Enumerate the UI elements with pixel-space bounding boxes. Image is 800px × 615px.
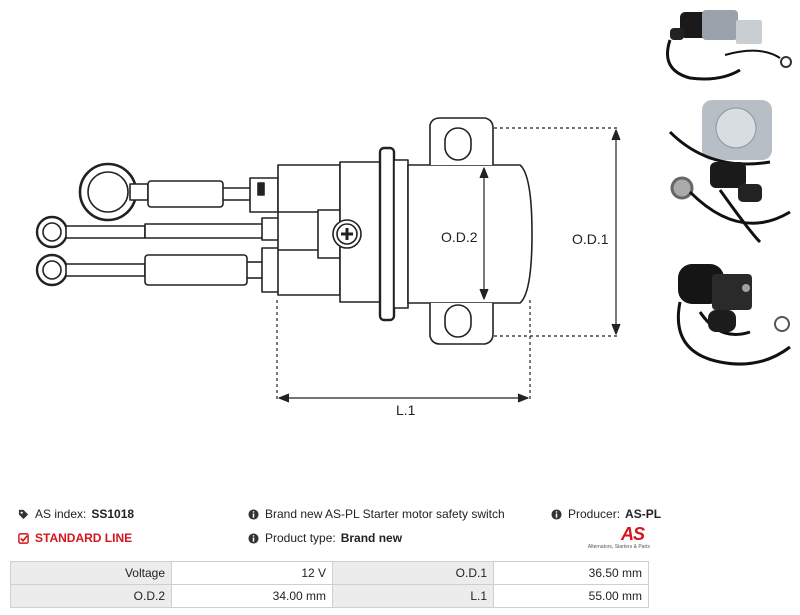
spec-label: O.D.1 [332,561,494,585]
dimension-lines [276,127,621,403]
specs-table: Voltage 12 V O.D.1 36.50 mm O.D.2 34.00 … [10,561,649,608]
technical-drawing: O.D.2 O.D.1 L.1 [35,117,621,418]
product-photo-2[interactable] [650,92,800,252]
spec-value: 55.00 mm [493,584,649,608]
table-row: O.D.2 34.00 mm L.1 55.00 mm [10,584,649,608]
od1-label: O.D.1 [572,231,609,247]
check-square-icon [18,532,29,544]
solenoid-drawing-svg: O.D.2 O.D.1 L.1 [35,117,621,418]
as-index-value: SS1018 [91,507,135,521]
standard-line: STANDARD LINE [18,531,132,545]
producer-label: Producer: [568,507,621,521]
product-photo-3[interactable] [650,252,800,387]
spec-label: Voltage [10,561,172,585]
table-row: Voltage 12 V O.D.1 36.50 mm [10,561,649,585]
l1-label: L.1 [396,402,416,418]
od2-label: O.D.2 [441,229,478,245]
terminal-block [249,161,381,303]
product-type-label: Product type: [265,531,336,545]
tags-icon [18,509,29,519]
info-icon [248,508,259,520]
spec-label: O.D.2 [10,584,172,608]
wires [144,180,266,286]
logo-mark: AS [620,524,645,544]
spec-value: 36.50 mm [493,561,649,585]
product-type-value: Brand new [340,531,403,545]
description: Brand new AS-PL Starter motor safety swi… [248,507,505,521]
as-pl-logo: AS Alternators, Starters & Parts [585,524,650,552]
info-icon [551,508,562,520]
as-index: AS index: SS1018 [18,507,134,521]
product-info: AS index: SS1018 STANDARD LINE Brand new… [0,500,800,560]
solenoid-body [378,117,533,345]
info-icon [248,532,259,544]
spec-label: L.1 [332,584,494,608]
description-text: Brand new AS-PL Starter motor safety swi… [265,507,505,521]
producer: Producer: AS-PL [551,507,661,521]
standard-line-label: STANDARD LINE [35,531,133,545]
as-index-label: AS index: [35,507,87,521]
producer-value: AS-PL [625,507,662,521]
spec-value: 34.00 mm [171,584,333,608]
ring-terminals [35,162,149,287]
product-type: Product type: Brand new [248,531,402,545]
spec-value: 12 V [171,561,333,585]
product-photo-1[interactable] [650,0,800,92]
logo-tagline: Alternators, Starters & Parts [587,544,650,550]
